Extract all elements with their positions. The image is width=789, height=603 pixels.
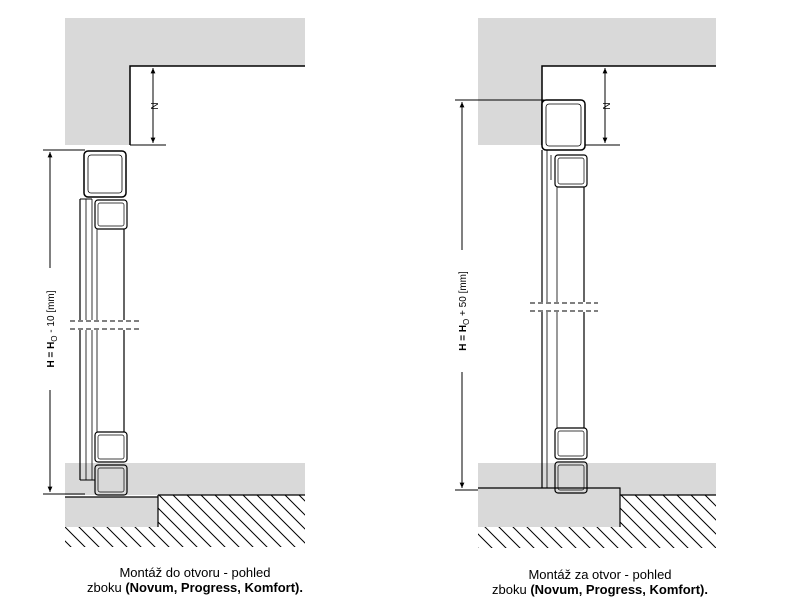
left-caption: Montáž do otvoru - pohled zboku (Novum, …	[80, 565, 310, 595]
left-lintel	[65, 18, 305, 145]
right-caption-bold: (Novum, Progress, Komfort).	[530, 582, 708, 597]
right-caption-line2: zboku (Novum, Progress, Komfort).	[455, 582, 745, 597]
right-dim-h-label: H = HO + 50 [mm]	[458, 271, 471, 351]
left-floor-hatch	[65, 495, 305, 548]
right-lintel	[478, 18, 716, 145]
left-floor-step	[65, 497, 158, 527]
right-diagram: N H = HO + 50 [mm]	[454, 18, 716, 548]
right-dim-n-label: N	[602, 102, 613, 109]
left-caption-bold: (Novum, Progress, Komfort).	[125, 580, 303, 595]
right-door-profile	[541, 99, 588, 494]
left-caption-plain: zboku	[87, 580, 126, 595]
left-caption-line2: zboku (Novum, Progress, Komfort).	[80, 580, 310, 595]
right-caption: Montáž za otvor - pohled zboku (Novum, P…	[455, 567, 745, 597]
left-dim-n-label: N	[150, 102, 161, 109]
right-caption-plain: zboku	[492, 582, 531, 597]
right-caption-line1: Montáž za otvor - pohled	[528, 567, 672, 582]
right-floor-step	[478, 488, 620, 527]
left-caption-line1: Montáž do otvoru - pohled	[119, 565, 271, 580]
left-diagram: N H = HO - 10 [mm]	[42, 18, 305, 549]
left-dim-h-label: H = HO - 10 [mm]	[46, 290, 59, 367]
left-door-profile	[79, 150, 128, 496]
right-floor-hatch	[478, 495, 716, 548]
installation-drawing: N H = HO - 10 [mm]	[42, 18, 716, 549]
